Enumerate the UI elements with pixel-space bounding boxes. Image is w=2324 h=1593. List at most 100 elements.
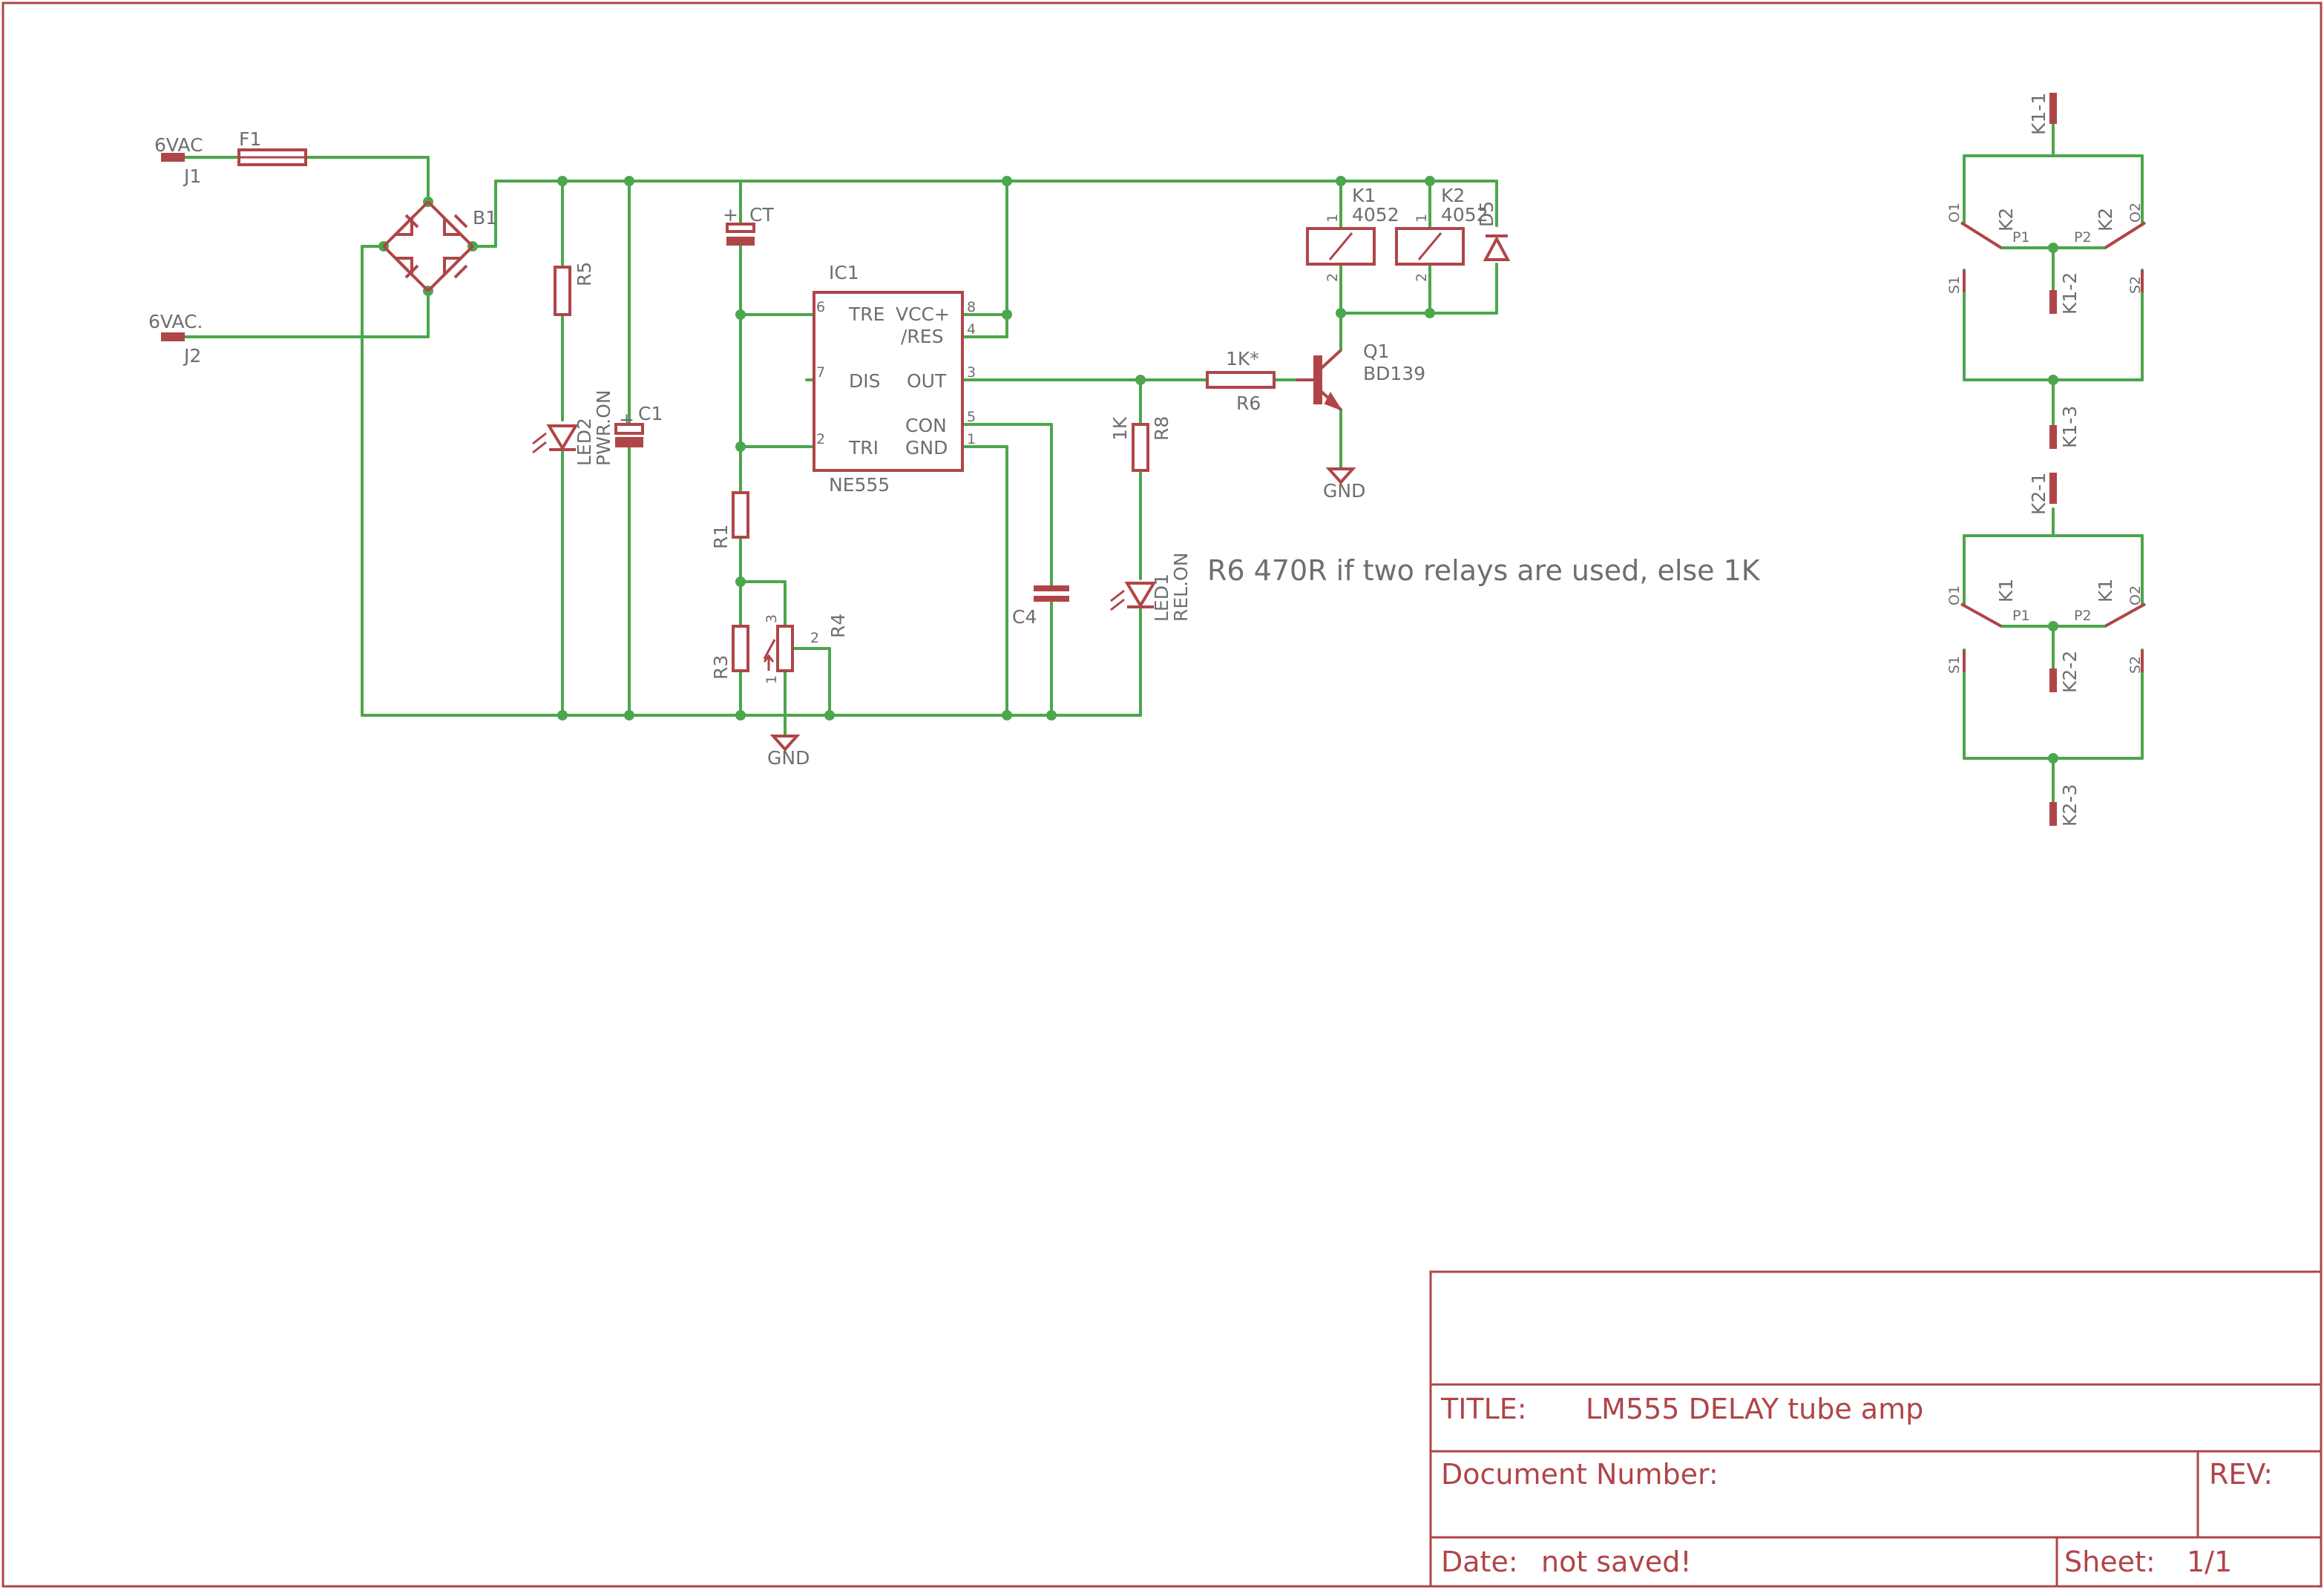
wires	[183, 122, 2144, 804]
j1-connector	[161, 153, 185, 162]
gnd-symbol	[769, 735, 801, 752]
k2-3-label: K2-3	[2059, 784, 2081, 827]
k1-s1: S1	[1946, 276, 1963, 294]
k1-p2: P2	[2074, 229, 2092, 246]
r4-pin-1: 1	[764, 675, 780, 684]
c1-capacitor	[614, 423, 644, 447]
ic1-pin-vcc: VCC+	[896, 303, 950, 325]
ic1-pinnum-5: 5	[967, 409, 976, 425]
r6-resistor	[1206, 371, 1276, 389]
junctions	[378, 176, 2058, 763]
k1-p1: P1	[2012, 229, 2030, 246]
c4-capacitor	[1034, 585, 1069, 602]
ic1-label: IC1	[829, 262, 859, 283]
document-number-label: Document Number:	[1441, 1458, 1719, 1491]
r4-pin-3: 3	[764, 614, 780, 623]
ic1-value: NE555	[829, 474, 890, 496]
r6-label: R6	[1236, 392, 1261, 414]
k2-label: K2	[1441, 185, 1465, 206]
led2-label: LED2	[574, 418, 595, 466]
r8-label: R8	[1151, 416, 1172, 441]
r6-value: 1K*	[1226, 348, 1259, 369]
ic1-pinnum-1: 1	[967, 431, 976, 447]
ic1-pinnum-8: 8	[967, 299, 976, 315]
led2-value: PWR.ON	[593, 390, 614, 466]
ct-capacitor	[726, 223, 755, 246]
k1-coil	[1306, 227, 1376, 266]
j2-value: 6VAC.	[148, 311, 203, 332]
title-block: TITLE: LM555 DELAY tube amp Document Num…	[1429, 1270, 2323, 1588]
ic1-pinnum-3: 3	[967, 364, 976, 381]
k2-1-label: K2-1	[2028, 473, 2049, 515]
j1-name: J1	[183, 165, 201, 187]
relay-contacts-group1	[1960, 93, 2147, 449]
r5-resistor	[554, 266, 571, 316]
r1-resistor	[732, 491, 749, 539]
ic1-pinnum-2: 2	[816, 431, 825, 447]
gnd-label-main: GND	[767, 747, 810, 769]
title-label: TITLE:	[1440, 1393, 1527, 1425]
ic1-pinnum-4: 4	[967, 321, 976, 338]
ct-label: CT	[749, 204, 774, 226]
r3-resistor	[732, 625, 749, 672]
ic1-pin-res: /RES	[901, 326, 943, 347]
r8-resistor	[1132, 423, 1149, 472]
k1-2-label: K1-2	[2059, 272, 2081, 315]
k2-coil-right: K1	[2095, 579, 2116, 602]
k1-o2: O2	[2127, 203, 2144, 223]
r5-label: R5	[574, 262, 595, 286]
k2-p1: P1	[2012, 608, 2030, 624]
date-value: not saved!	[1541, 1546, 1692, 1578]
r1-label: R1	[710, 525, 732, 549]
k2-pin-2: 2	[1414, 273, 1430, 282]
ct-plus: +	[723, 204, 738, 226]
f1-label: F1	[239, 128, 261, 150]
k1-pin-2: 2	[1325, 273, 1341, 282]
k2-coil	[1395, 227, 1465, 266]
d5-diode	[1483, 234, 1511, 261]
led1-symbol	[1110, 582, 1157, 611]
sheet-value: 1/1	[2187, 1546, 2232, 1578]
k1-value: 4052	[1352, 204, 1399, 226]
k2-2-label: K2-2	[2059, 651, 2081, 693]
ic1-pinnum-7: 7	[816, 364, 825, 381]
k2-pin-1: 1	[1414, 214, 1430, 223]
c1-plus: +	[619, 409, 634, 430]
b1-label: B1	[473, 207, 497, 229]
r3-label: R3	[710, 655, 732, 680]
k2-p2: P2	[2074, 608, 2092, 624]
rev-label: REV:	[2209, 1458, 2273, 1491]
k2-s2: S2	[2127, 656, 2144, 674]
k1-pin-1: 1	[1325, 214, 1341, 223]
j2-connector	[161, 332, 185, 341]
q1-value: BD139	[1363, 363, 1425, 384]
led1-label: LED1	[1151, 574, 1172, 622]
k2-s1: S1	[1946, 656, 1963, 674]
gnd-label-q1: GND	[1323, 480, 1365, 502]
led1-value: REL.ON	[1170, 553, 1192, 622]
ic1-pinnum-6: 6	[816, 299, 825, 315]
ic1-pin-out: OUT	[907, 370, 947, 392]
r4-trimmer	[763, 625, 794, 672]
j1-value: 6VAC	[154, 134, 203, 156]
q1-transistor	[1296, 349, 1343, 412]
ic1-pin-dis: DIS	[849, 370, 881, 392]
r4-pin-2: 2	[810, 630, 819, 646]
k1-label: K1	[1352, 185, 1376, 206]
ic1-ne555-body	[813, 291, 964, 472]
b1-bridge-rectifier	[382, 200, 474, 292]
title-value: LM555 DELAY tube amp	[1586, 1393, 1923, 1425]
j2-name: J2	[183, 345, 201, 367]
sheet-label: Sheet:	[2064, 1546, 2156, 1578]
k1-o1: O1	[1946, 203, 1963, 223]
ic1-pin-gnd: GND	[905, 437, 948, 459]
ic1-pin-tri: TRI	[848, 437, 879, 459]
f1-fuse	[237, 148, 307, 166]
k2-coil-left: K1	[1995, 579, 2017, 602]
k2-value: 4052	[1441, 204, 1488, 226]
k1-coil-right: K2	[2095, 208, 2116, 231]
k1-s2: S2	[2127, 276, 2144, 294]
k1-coil-left: K2	[1995, 208, 2017, 231]
